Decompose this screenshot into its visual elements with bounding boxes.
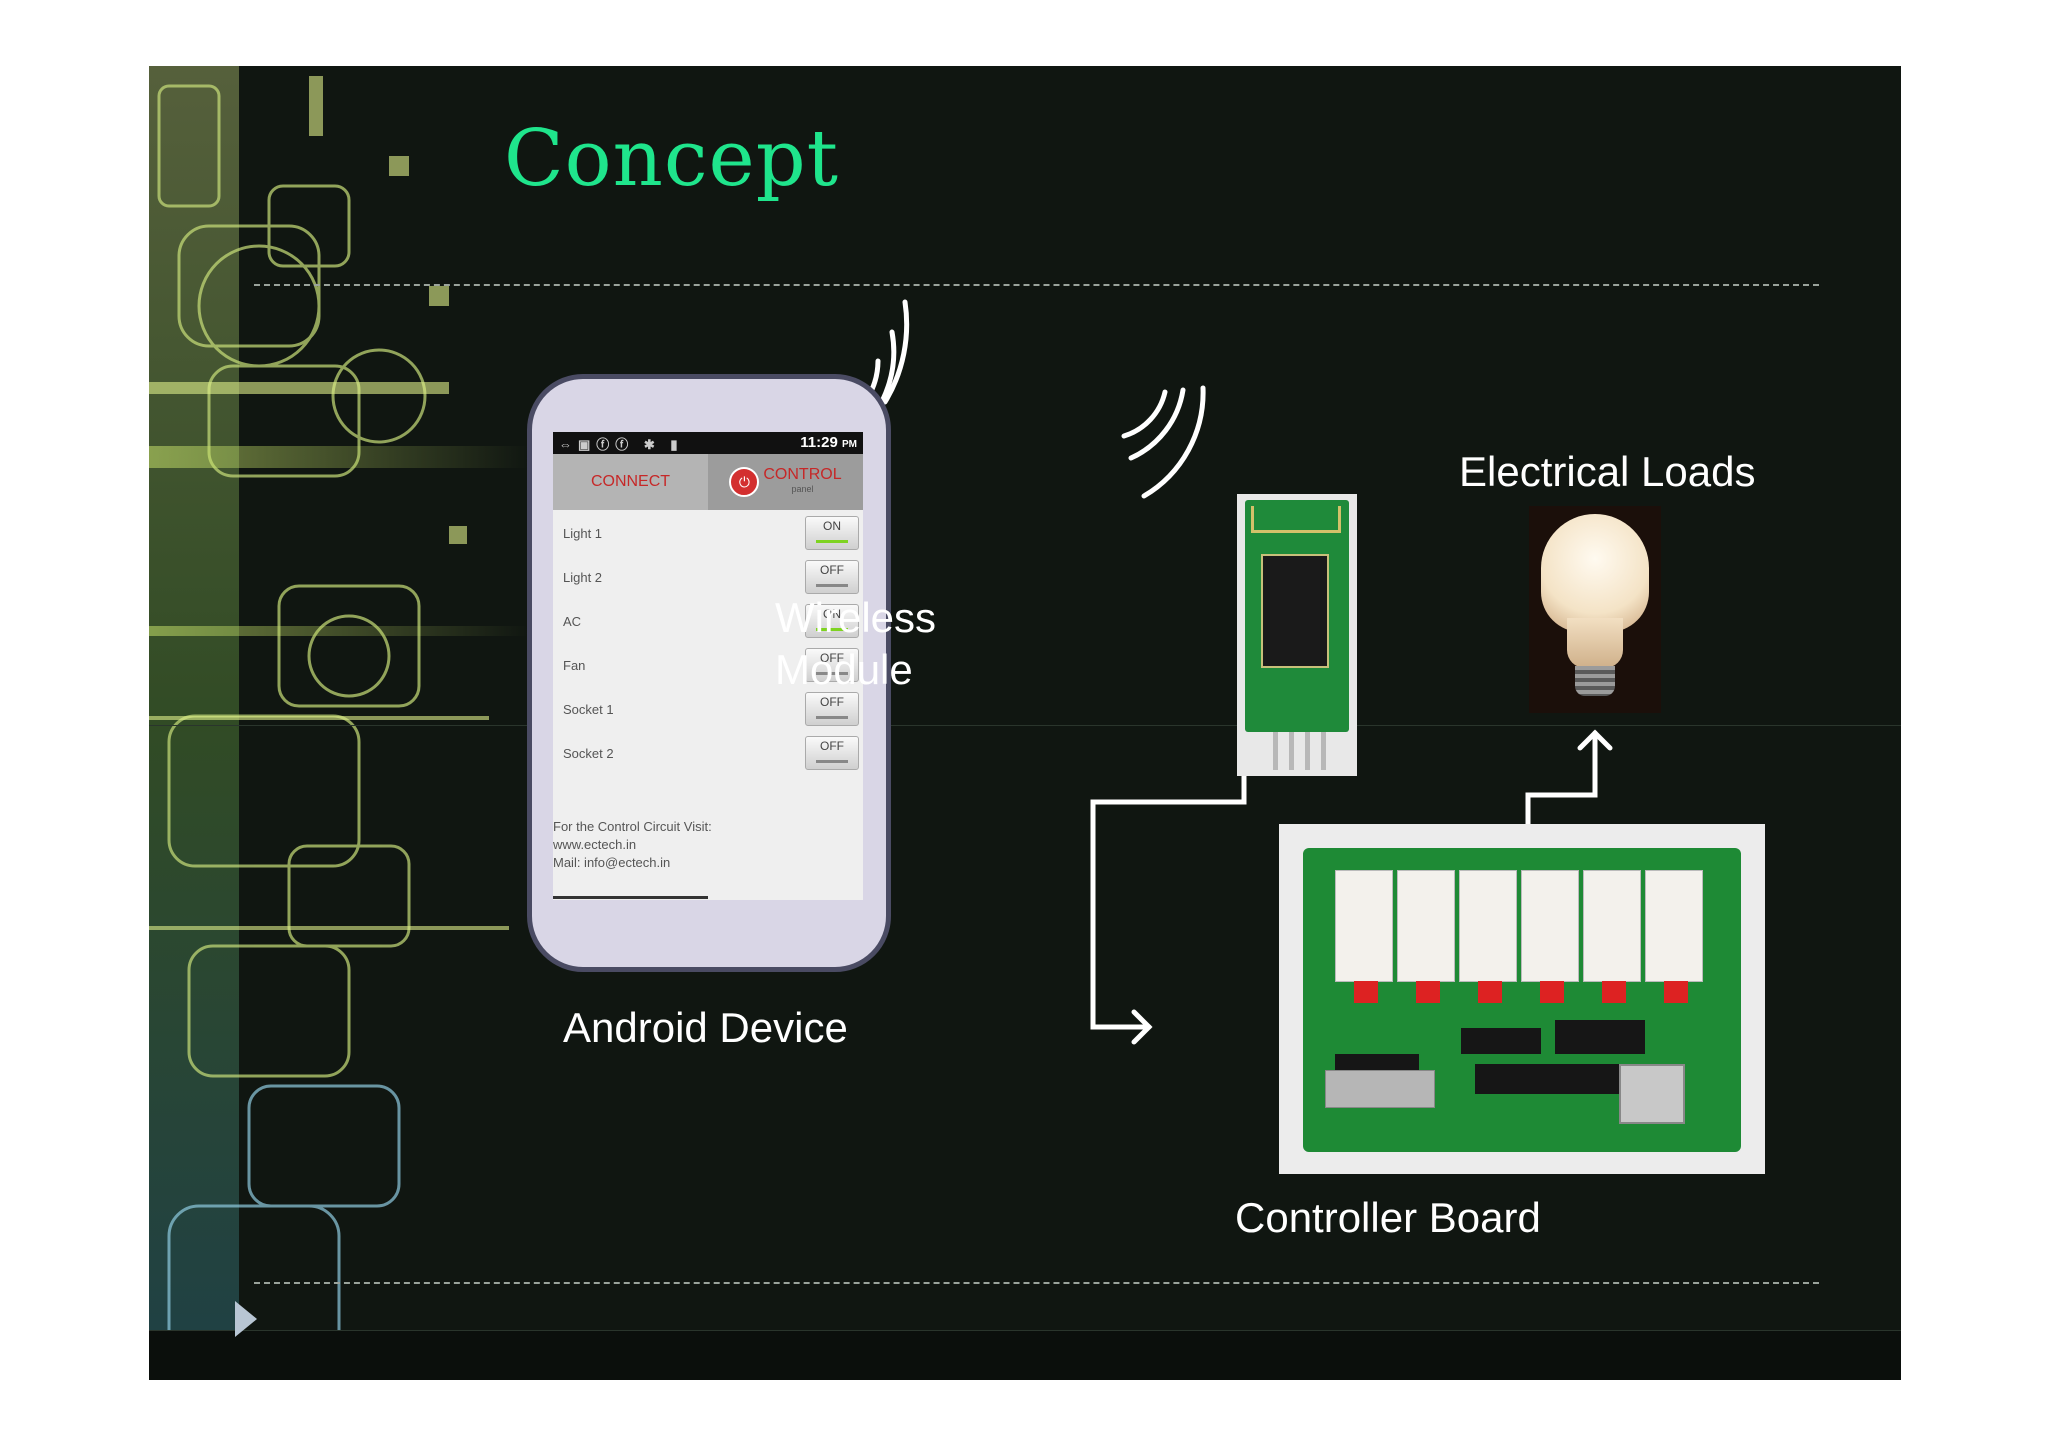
board-to-bulb-arrowhead xyxy=(1577,729,1613,751)
phone-screen: ⇔▣ⓕⓕ ✱ ▮ 11:29 PM CONNECT ⏻ CONTROL pane… xyxy=(553,432,863,900)
tab-connect-label: CONNECT xyxy=(590,473,671,490)
module-signal-wave-1 xyxy=(1121,389,1168,439)
phone-signal-wave-3 xyxy=(882,299,910,405)
load-name: Light 1 xyxy=(563,526,603,541)
play-icon[interactable] xyxy=(235,1301,257,1337)
load-name: Socket 2 xyxy=(563,746,614,761)
load-toggle[interactable]: OFF xyxy=(805,648,859,682)
footer-rule xyxy=(149,1330,1901,1331)
connection-diagram xyxy=(837,299,1613,1045)
website-link[interactable]: www.ectech.in xyxy=(553,837,637,852)
status-time: 11:29 PM xyxy=(800,434,857,451)
list-item: Light 1 ON xyxy=(553,512,863,556)
circuit-decoration xyxy=(149,66,529,1380)
load-toggle[interactable]: OFF xyxy=(805,560,859,594)
tab-control-label: CONTROL xyxy=(763,466,842,483)
list-item: Socket 2 OFF xyxy=(553,732,863,776)
controller-board-label: Controller Board xyxy=(1235,1194,1541,1241)
wireless-module-label: Wireless Module xyxy=(775,594,937,693)
list-item: Fan OFF xyxy=(553,644,863,688)
load-toggle[interactable]: OFF xyxy=(805,692,859,726)
controller-board-image xyxy=(1279,824,1765,1174)
list-item: AC ON xyxy=(553,600,863,644)
board-to-bulb-line xyxy=(1525,730,1598,853)
mid-rule xyxy=(149,725,1901,726)
tab-connect[interactable]: CONNECT xyxy=(553,454,708,510)
android-device-label: Android Device xyxy=(563,1004,848,1051)
load-list: Light 1 ON Light 2 OFF AC ON Fan OFF Soc… xyxy=(553,512,863,776)
load-name: Socket 1 xyxy=(563,702,614,717)
slide-title: Concept xyxy=(504,114,839,204)
slide: Concept ⇔▣ⓕⓕ ✱ ▮ 11:29 PM xyxy=(149,66,1901,1380)
load-name: Light 2 xyxy=(563,570,603,585)
load-name: Fan xyxy=(563,658,586,673)
list-item: Light 2 OFF xyxy=(553,556,863,600)
status-bar: ⇔▣ⓕⓕ ✱ ▮ 11:29 PM xyxy=(553,432,863,454)
module-signal-wave-3 xyxy=(1141,385,1206,499)
light-bulb-icon xyxy=(1529,506,1661,713)
scroll-indicator xyxy=(553,896,708,899)
bottom-divider xyxy=(254,1282,1819,1284)
list-item: Socket 1 OFF xyxy=(553,688,863,732)
load-toggle[interactable]: OFF xyxy=(805,736,859,770)
contact-info: For the Control Circuit Visit: www.ectec… xyxy=(553,818,712,872)
electrical-loads-label: Electrical Loads xyxy=(1459,448,1756,495)
module-signal-wave-2 xyxy=(1128,387,1186,461)
wireless-module-image xyxy=(1237,494,1357,776)
tab-control[interactable]: ⏻ CONTROL panel xyxy=(708,454,863,510)
status-icons: ⇔▣ⓕⓕ ✱ ▮ xyxy=(559,437,684,452)
email-link[interactable]: Mail: info@ectech.in xyxy=(553,855,671,870)
tab-control-sublabel: panel xyxy=(791,484,814,494)
app-tabs: CONNECT ⏻ CONTROL panel xyxy=(553,454,863,510)
top-divider xyxy=(254,284,1819,286)
power-icon: ⏻ xyxy=(729,467,760,497)
load-toggle[interactable]: ON xyxy=(805,604,859,638)
load-name: AC xyxy=(563,614,582,629)
footer-bar xyxy=(149,1331,1901,1380)
load-toggle[interactable]: ON xyxy=(805,516,859,550)
module-to-board-line xyxy=(1090,771,1247,1030)
module-to-board-arrowhead xyxy=(1131,1009,1153,1045)
info-text: For the Control Circuit Visit: xyxy=(553,819,712,834)
